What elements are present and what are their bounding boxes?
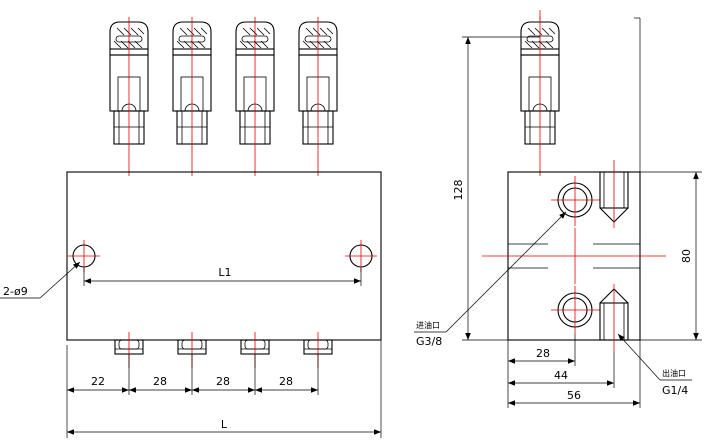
dim-pitch-1: 28: [153, 375, 167, 388]
outlet-label-cn: 出油口: [662, 368, 686, 378]
dim-56-label: 56: [567, 389, 581, 402]
inlet-callout: 进油口 G3/8: [414, 211, 567, 348]
dim-28-label: 28: [536, 347, 550, 360]
outlet-ports: [114, 331, 333, 369]
front-view: L1 2-ø9 22 28 28 28: [0, 16, 382, 438]
dim-128-label: 128: [452, 180, 465, 201]
dimension-pitch-chain: 22 28 28 28: [66, 345, 319, 395]
hole-callout-label: 2-ø9: [3, 285, 28, 298]
dimension-l1: L1: [83, 266, 362, 286]
valve-2: [172, 16, 212, 177]
dim-overall-l-label: L: [221, 418, 228, 431]
inlet-port: [551, 176, 600, 226]
dim-pitch-2: 28: [216, 375, 230, 388]
inlet-label-cn: 进油口: [416, 320, 440, 330]
dim-pitch-3: 28: [279, 375, 293, 388]
dim-l1-label: L1: [218, 266, 231, 279]
manifold-block: [66, 171, 382, 341]
dimension-80: 80: [634, 17, 702, 341]
hole-callout: 2-ø9: [0, 261, 81, 299]
dim-first-offset: 22: [91, 375, 105, 388]
dimension-overall-l: L: [66, 340, 382, 438]
valve-4: [298, 16, 338, 177]
valve-3: [235, 16, 275, 177]
outlet-label-size: G1/4: [662, 384, 688, 397]
dimension-horizontal: 28 44 56: [507, 334, 641, 408]
top-plug: [599, 160, 629, 228]
side-view: 128 80 28 44 56 进油口: [414, 10, 702, 408]
mounting-holes: [68, 240, 377, 272]
dim-80-label: 80: [680, 249, 693, 263]
internal-channels: [482, 228, 666, 284]
lower-port: [551, 286, 600, 334]
valve-column: [109, 16, 338, 177]
outlet-port-g14: [599, 284, 629, 352]
dim-44-label: 44: [554, 369, 568, 382]
dimension-128: 128: [452, 36, 540, 341]
outlet-callout: 出油口 G1/4: [617, 333, 692, 397]
side-valve: [520, 16, 560, 177]
valve-1: [109, 16, 149, 177]
inlet-label-size: G3/8: [416, 335, 442, 348]
